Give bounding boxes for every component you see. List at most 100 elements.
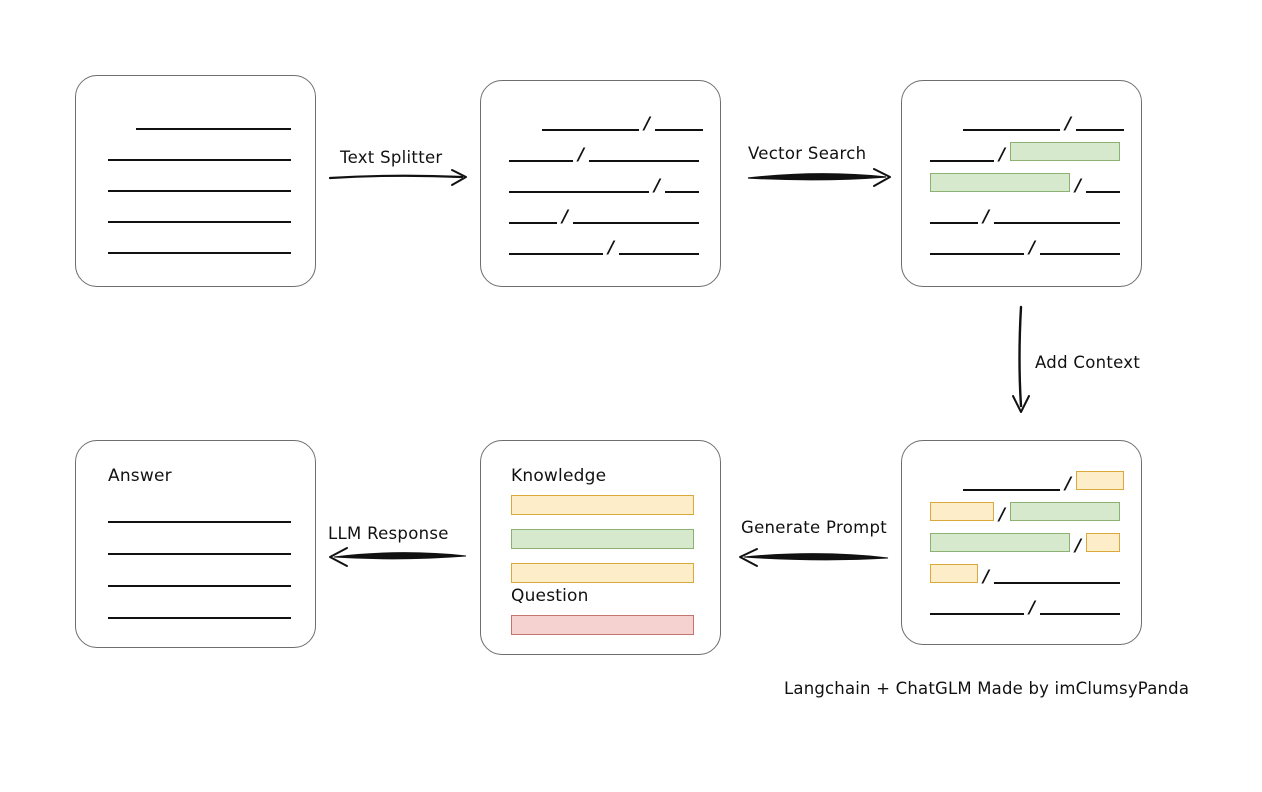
footer-credit: Langchain + ChatGLM Made by imClumsyPand… (784, 679, 1190, 698)
prompt-knowledge-bar-1 (511, 495, 694, 515)
text-line-segment (994, 568, 1121, 584)
text-row: / (930, 533, 1121, 556)
text-row: / (930, 142, 1121, 165)
text-row: / (930, 111, 1125, 134)
text-row: / (509, 204, 700, 227)
text-line-segment (665, 177, 700, 193)
text-line-segment (108, 238, 291, 254)
text-row (108, 110, 291, 130)
arrow-label-llm-response: LLM Response (328, 524, 449, 543)
text-row (108, 535, 291, 555)
slash-separator: / (562, 207, 569, 227)
text-row: / (930, 471, 1125, 493)
arrow-llm-response (329, 547, 467, 567)
prompt-question-bar-1 (511, 615, 694, 635)
source-document-rows (76, 76, 315, 286)
context-chunks-rows: / / / / / (902, 441, 1141, 644)
slash-separator: / (983, 207, 990, 227)
split-chunks-rows: / / / / / (481, 81, 720, 286)
text-line-segment (963, 115, 1060, 131)
text-line-segment (1040, 239, 1121, 255)
arrow-generate-prompt (739, 548, 889, 567)
text-row: / (930, 204, 1121, 227)
text-line-segment (589, 146, 700, 162)
text-line-segment (108, 176, 291, 192)
box-matched-chunks[interactable]: / / / / / (901, 80, 1142, 287)
text-row: / (930, 564, 1121, 587)
highlight-segment-green (930, 173, 1070, 192)
highlight-segment-yellow (930, 502, 994, 521)
slash-separator: / (1029, 238, 1036, 258)
text-row: / (930, 235, 1121, 258)
slash-separator: / (644, 114, 651, 134)
matched-chunks-rows: / / / / / (902, 81, 1141, 286)
arrow-text-splitter (328, 169, 467, 186)
text-row: / (930, 595, 1121, 618)
slash-separator: / (654, 176, 661, 196)
slash-separator: / (1029, 598, 1036, 618)
text-line-segment (930, 239, 1024, 255)
prompt-knowledge-bar-2 (511, 529, 694, 549)
text-row (108, 503, 291, 523)
text-row (108, 141, 291, 161)
arrow-label-vector-search: Vector Search (748, 144, 867, 163)
arrow-label-generate-prompt: Generate Prompt (741, 518, 887, 537)
text-line-segment (136, 114, 291, 130)
box-source-document[interactable] (75, 75, 316, 287)
box-split-chunks[interactable]: / / / / / (480, 80, 721, 287)
arrow-vector-search (747, 168, 891, 187)
slash-separator: / (608, 238, 615, 258)
text-line-segment (930, 208, 978, 224)
text-row (108, 234, 291, 254)
text-line-segment (1086, 177, 1121, 193)
text-line-segment (655, 115, 704, 131)
slash-separator: / (999, 145, 1006, 165)
arrow-add-context (1012, 305, 1030, 413)
text-line-segment (509, 239, 603, 255)
slash-separator: / (999, 505, 1006, 525)
text-line-segment (108, 145, 291, 161)
text-row (108, 567, 291, 587)
text-line-segment (994, 208, 1121, 224)
arrow-label-add-context: Add Context (1035, 353, 1141, 372)
prompt-question-label: Question (511, 586, 589, 606)
box-context-chunks[interactable]: / / / / / (901, 440, 1142, 645)
text-line-segment (108, 207, 291, 223)
text-row: / (509, 173, 700, 196)
text-line-segment (509, 146, 573, 162)
text-line-segment (509, 177, 649, 193)
text-line-segment (108, 539, 291, 555)
text-line-segment (509, 208, 557, 224)
text-line-segment (542, 115, 639, 131)
text-row: / (509, 142, 700, 165)
text-row (108, 172, 291, 192)
box-answer[interactable]: Answer (75, 440, 316, 648)
highlight-segment-green (930, 533, 1070, 552)
box-prompt[interactable]: Knowledge Question (480, 440, 721, 655)
text-row: / (930, 173, 1121, 196)
slash-separator: / (1065, 114, 1072, 134)
highlight-segment-yellow (1086, 533, 1121, 552)
text-line-segment (930, 599, 1024, 615)
text-row (108, 203, 291, 223)
highlight-segment-yellow (930, 564, 978, 583)
highlight-segment-green (1010, 502, 1121, 521)
text-line-segment (108, 603, 291, 619)
text-line-segment (108, 571, 291, 587)
text-row: / (509, 235, 700, 258)
text-line-segment (963, 475, 1060, 491)
highlight-segment-yellow (1076, 471, 1125, 490)
slash-separator: / (578, 145, 585, 165)
text-row: / (930, 502, 1121, 525)
text-row (108, 599, 291, 619)
text-line-segment (619, 239, 700, 255)
text-line-segment (1040, 599, 1121, 615)
slash-separator: / (1075, 536, 1082, 556)
slash-separator: / (983, 567, 990, 587)
slash-separator: / (1075, 176, 1082, 196)
text-line-segment (930, 146, 994, 162)
text-line-segment (573, 208, 700, 224)
answer-label: Answer (108, 466, 172, 486)
text-line-segment (1076, 115, 1125, 131)
